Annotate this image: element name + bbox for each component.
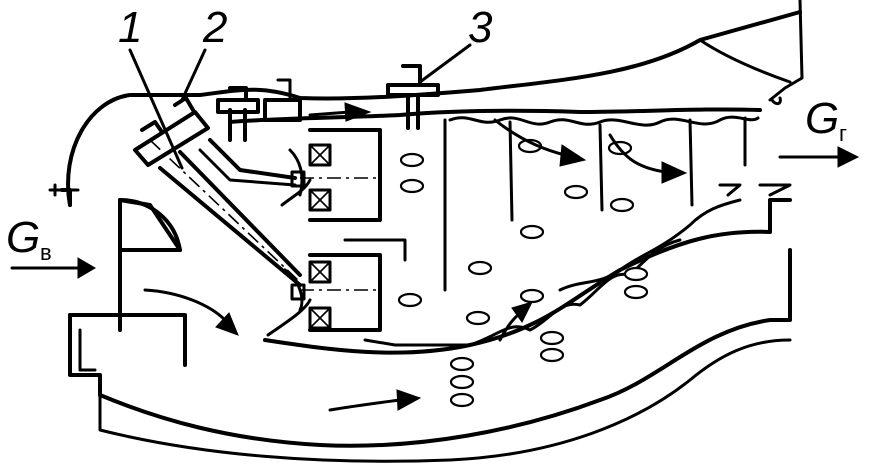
swirler-lower (266, 238, 472, 347)
fuel-manifold (198, 78, 306, 301)
outlet-vanes (718, 183, 792, 197)
dilution-holes (397, 138, 649, 408)
liner-top-wall (228, 107, 762, 292)
outlet-flow-subscript: г (839, 121, 847, 146)
outer-casing-bottom (98, 248, 792, 463)
igniter-mount (386, 64, 440, 130)
callout-2-label: 2 (202, 3, 227, 52)
diffuser-frame (48, 183, 187, 397)
inlet-flow-subscript: в (40, 240, 52, 265)
callout-leaders (128, 43, 472, 170)
liner-bottom-wall (263, 198, 792, 355)
outlet-flow-symbol: G (805, 94, 839, 143)
callout-1-label: 1 (118, 3, 142, 52)
swirler-upper (280, 128, 382, 222)
flow-arrows (10, 102, 860, 412)
injector-flange (133, 96, 302, 287)
inlet-flow-symbol: G (6, 213, 40, 262)
callout-3-label: 3 (468, 3, 493, 52)
outer-casing-top (66, 0, 804, 207)
